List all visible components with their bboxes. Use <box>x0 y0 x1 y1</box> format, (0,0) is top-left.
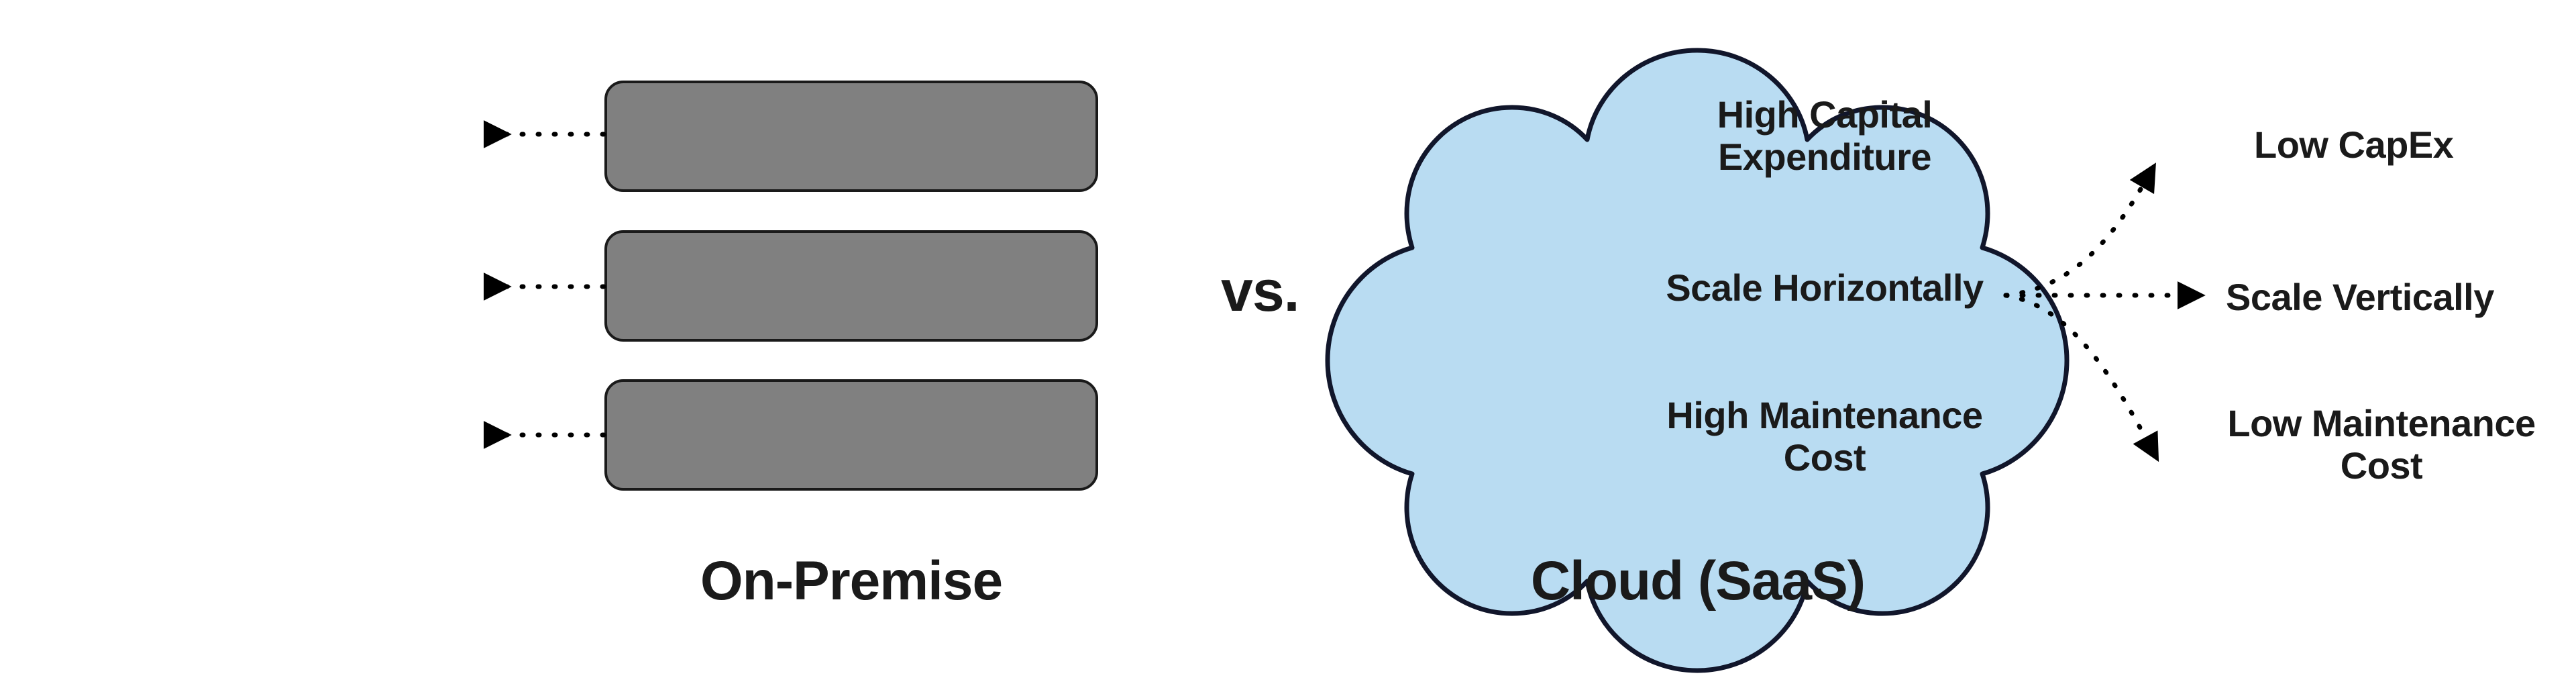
on-premise-box-2 <box>604 230 1098 342</box>
label-high-maintenance-cost: High Maintenance Cost <box>1666 394 1983 479</box>
cloud-arrows <box>2003 162 2206 462</box>
arrow-low-maintenance-cost <box>2003 293 2159 462</box>
label-low-maintenance-cost: Low Maintenance Cost <box>2227 402 2536 487</box>
on-premise-arrows <box>483 120 606 449</box>
on-premise-box-1 <box>604 81 1098 192</box>
label-low-capex: Low CapEx <box>2254 124 2454 166</box>
cloud-shape <box>1325 48 2070 673</box>
on-premise-stack <box>604 81 1098 491</box>
label-scale-vertically: Scale Vertically <box>2226 276 2494 318</box>
title-on-premise: On-Premise <box>700 550 1003 611</box>
label-high-capital-expenditure: High Capital Expenditure <box>1717 93 1933 178</box>
title-cloud-saas: Cloud (SaaS) <box>1530 550 1866 611</box>
on-premise-box-3 <box>604 379 1098 491</box>
label-scale-horizontally: Scale Horizontally <box>1666 266 1984 309</box>
vs-separator: vs. <box>1221 259 1300 324</box>
